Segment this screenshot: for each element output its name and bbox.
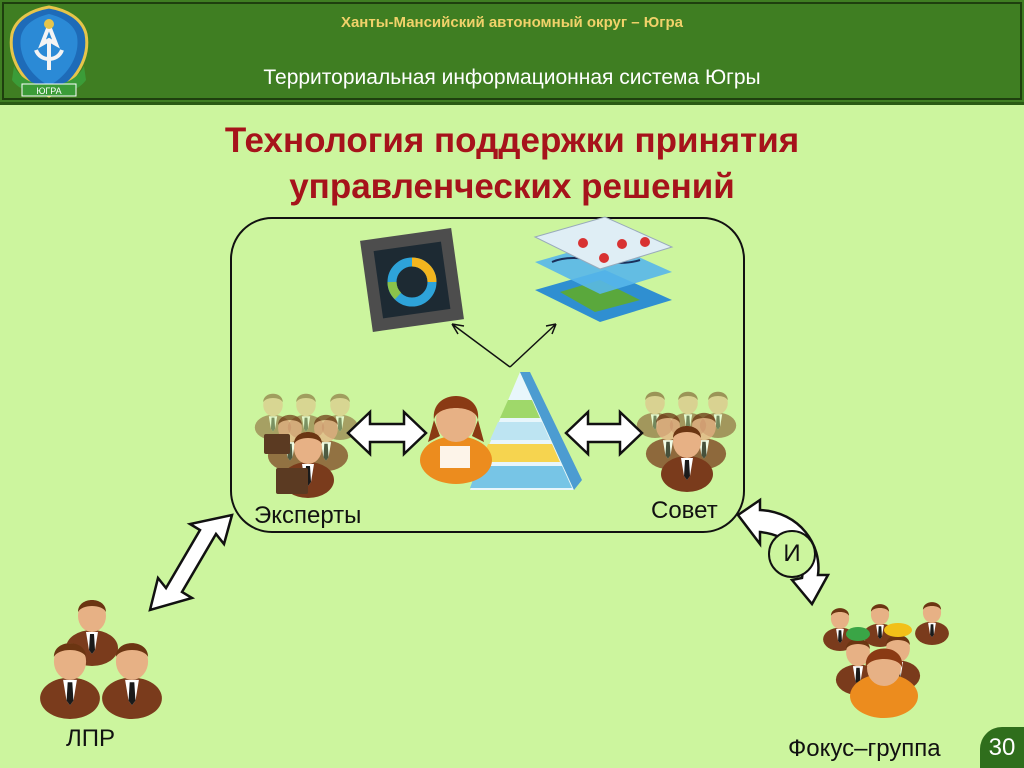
experts-group-icon xyxy=(254,393,359,498)
slide-title: Технология поддержки принятия управленче… xyxy=(0,118,1024,210)
lpr-label: ЛПР xyxy=(66,725,116,752)
council-label: Совет xyxy=(651,497,718,524)
page-number: 30 xyxy=(980,727,1024,768)
coat-of-arms-icon: ЮГРА xyxy=(9,5,89,98)
slide-title-line-1: Технология поддержки принятия xyxy=(224,121,800,160)
emblem-text: ЮГРА xyxy=(36,86,61,96)
pyramid-icon xyxy=(470,372,582,490)
experts-label: Эксперты xyxy=(254,502,362,529)
map-layers-icon xyxy=(533,216,674,322)
lpr-experts-arrow xyxy=(148,513,234,612)
council-exchange-arrow xyxy=(564,409,644,457)
experts-exchange-arrow xyxy=(346,409,428,457)
header-frame xyxy=(2,2,1022,100)
header-bar: ЮГРА Ханты-Мансийский автономный округ –… xyxy=(0,0,1024,105)
council-group-icon xyxy=(636,391,737,492)
analysis-arrows xyxy=(451,323,557,368)
system-name: Территориальная информационная система Ю… xyxy=(263,66,761,89)
slide-title-line-2: управленческих решений xyxy=(289,167,735,206)
org-name: Ханты-Мансийский автономный округ – Югра xyxy=(340,14,684,31)
analyst-person-icon xyxy=(420,396,492,484)
monitor-chart-icon xyxy=(360,228,464,332)
focus-group-label: Фокус–группа xyxy=(788,735,941,762)
and-circle-label: И xyxy=(768,530,816,578)
technology-frame xyxy=(230,217,745,533)
focus-group-icon xyxy=(823,602,949,718)
lpr-group-icon xyxy=(40,600,162,719)
